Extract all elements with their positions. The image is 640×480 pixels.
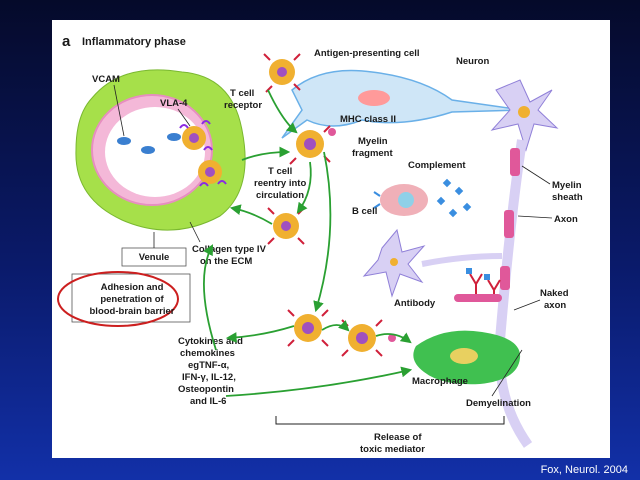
pathway-arrows [203, 89, 413, 397]
glial-cell [362, 228, 503, 298]
adhesion-box [71, 273, 191, 323]
cytokines-label-3: egTNF-α, [188, 360, 229, 371]
macrophage [413, 330, 521, 385]
apc-label: Antigen-presenting cell [314, 48, 420, 59]
presented-myelin [388, 334, 396, 342]
vla4-t-cell-2 [198, 160, 227, 187]
release-bracket [275, 416, 505, 425]
adhesion-label-1: Adhesion and [101, 282, 164, 293]
myelin-segment-3 [500, 266, 510, 290]
diagram-slide: a Inflammatory phase VCAM VLA-4 Venule A… [52, 20, 610, 458]
myelin-fragment [328, 128, 336, 136]
release-label-2: toxic mediator [360, 444, 425, 455]
cytokines-label-2: chemokines [180, 348, 235, 359]
myelin-fragment-label-1: Myelin [358, 136, 388, 147]
naked-axon-label-2: axon [544, 300, 566, 311]
complement-proteins [436, 178, 472, 218]
demyelination-label: Demyelination [466, 398, 531, 409]
t-cell-activated-2 [341, 319, 383, 357]
cytokines-label-5: Osteopontin [178, 384, 234, 395]
reentry-label-2: reentry into [254, 178, 306, 189]
adhesion-label-3: blood-brain barrier [90, 306, 175, 317]
vla4-t-cell-1 [179, 120, 213, 151]
adhesion-label-2: penetration of [100, 294, 164, 305]
myelin-segment-2 [504, 210, 514, 238]
mhc-label: MHC class II [340, 114, 396, 125]
b-cell-label: B cell [352, 206, 377, 217]
myelin-fragment-label-2: fragment [352, 148, 393, 159]
naked-axon-label-1: Naked [540, 288, 569, 299]
reentry-label-1: T cell [268, 166, 292, 177]
macrophage-label: Macrophage [412, 376, 468, 387]
cytokines-label-4: IFN-γ, IL-12, [182, 372, 236, 383]
neuron-label: Neuron [456, 56, 489, 67]
venule [75, 69, 246, 231]
t-cell-activated-1 [287, 309, 329, 347]
antibody-label: Antibody [394, 298, 436, 309]
citation: Fox, Neurol. 2004 [540, 464, 628, 476]
collagen-label-1: Collagen type IV [192, 244, 267, 255]
reentry-label-3: circulation [256, 190, 304, 201]
collagen-label-2: on the ECM [200, 256, 252, 267]
myelin-sheath-label-2: sheath [552, 192, 583, 203]
vla4-label: VLA-4 [160, 98, 188, 109]
complement-label: Complement [408, 160, 466, 171]
venule-label: Venule [139, 252, 170, 263]
tcr-label-1: T cell [230, 88, 254, 99]
tcr-label-2: receptor [224, 100, 262, 111]
myelin-segment-1 [510, 148, 520, 176]
vcam-label: VCAM [92, 74, 120, 85]
antibody [454, 268, 502, 302]
t-cell-top [263, 53, 301, 93]
inflammatory-phase-diagram: a Inflammatory phase VCAM VLA-4 Venule A… [57, 33, 583, 455]
neuron [490, 79, 559, 448]
release-label-1: Release of [374, 432, 422, 443]
myelin-sheath-label-1: Myelin [552, 180, 582, 191]
panel-label: a [62, 33, 71, 50]
cytokines-label-6: and IL-6 [190, 396, 226, 407]
antigen-presenting-cell [281, 69, 523, 139]
cytokines-label-1: Cytokines and [178, 336, 243, 347]
t-cell-reentry [267, 207, 305, 245]
highlight-ring [57, 271, 179, 327]
b-cell [373, 184, 428, 216]
axon-label: Axon [554, 214, 578, 225]
diagram-title: Inflammatory phase [82, 36, 186, 48]
